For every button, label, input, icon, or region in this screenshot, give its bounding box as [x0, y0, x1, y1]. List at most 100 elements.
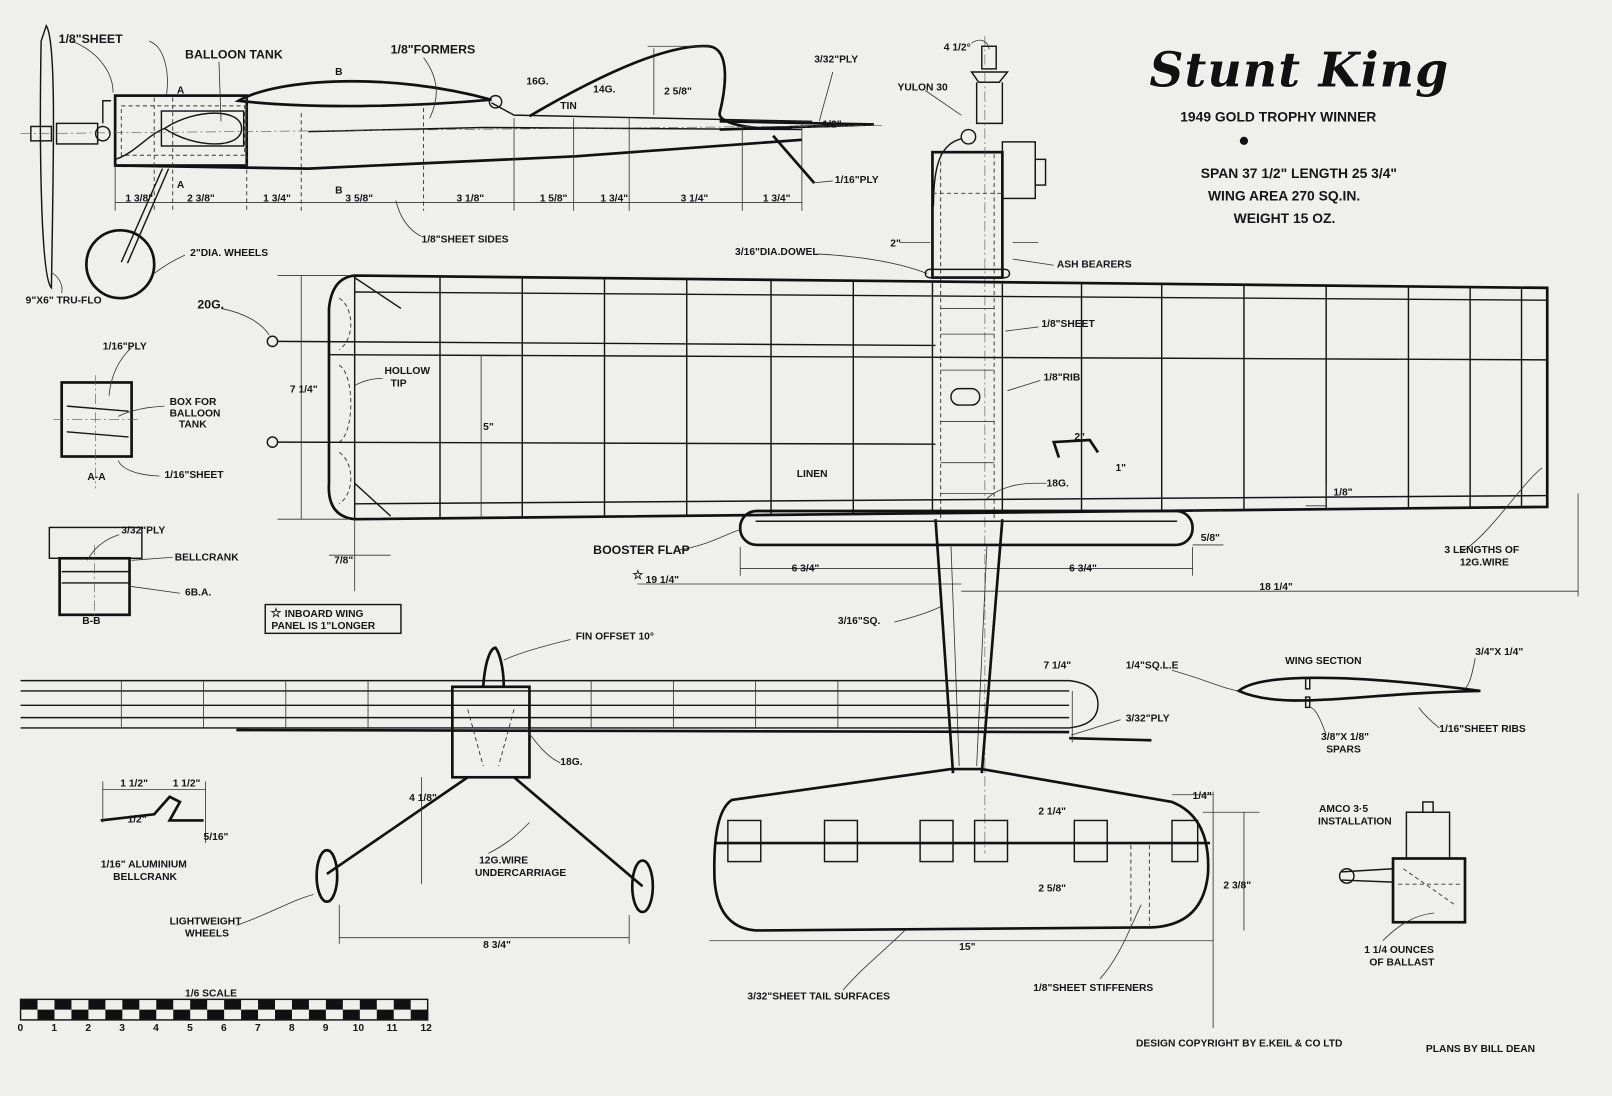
dim-fin-height: 2 5/8" [664, 87, 692, 98]
dim: 1 3/4" [763, 194, 791, 205]
section-marker-a: A [177, 180, 185, 191]
scale-tick: 10 [353, 1023, 365, 1034]
label-wheels: WHEELS [185, 929, 229, 940]
dim-quarter: 1/4" [1193, 791, 1212, 802]
dim: 1 3/4" [263, 194, 291, 205]
scale-tick: 11 [387, 1023, 398, 1034]
label-fin-offset: FIN OFFSET 10° [576, 632, 654, 643]
star-icon: ☆ [632, 568, 643, 582]
stabilizer-front [236, 728, 1152, 742]
former-lines [20, 45, 885, 211]
scale-cell [105, 1009, 123, 1020]
label-sheet: 1/8"SHEET [1041, 319, 1095, 330]
fuselage-top [491, 102, 813, 123]
scale-cell [139, 1009, 157, 1020]
tailplane-plan: 1/4" 2 1/4" 2 5/8" 2 3/8" 15" 3/32"SHEET… [709, 767, 1260, 1029]
wing-plan-view: 20G. 7 1/4" HOLLOW TIP 5" 1/8"SHEET 1/8"… [197, 274, 1579, 774]
dim-rear: 2 5/8" [1038, 883, 1066, 894]
label-bellcrank: BELLCRANK [113, 872, 177, 883]
scale-tick: 8 [289, 1023, 295, 1034]
dim: 1 3/4" [600, 194, 628, 205]
scale-cell [54, 999, 72, 1010]
propeller [39, 24, 55, 290]
scale-cell [342, 1009, 360, 1020]
cross-sections: 1/16"PLY BOX FOR BALLOON TANK A-A 1/16"S… [48, 342, 239, 627]
label-bellcrank: 1/16" ALUMINIUM [101, 860, 187, 871]
spec-line: SPAN 37 1/2" LENGTH 25 3/4" [1201, 165, 1397, 181]
label-wire: 3 LENGTHS OF [1444, 545, 1519, 556]
scale-cell [410, 1009, 428, 1020]
amco-installation: AMCO 3·5 INSTALLATION 1 1/4 OUNCES OF BA… [1318, 801, 1467, 968]
scale-cell [376, 1009, 394, 1020]
note-box [264, 603, 402, 635]
spark-plug [981, 45, 997, 70]
scale-tick: 1 [51, 1023, 57, 1034]
subtitle: 1949 GOLD TROPHY WINNER [1180, 108, 1376, 124]
balloon-tank [163, 112, 243, 145]
dim-tip-offset: 7/8" [334, 555, 353, 566]
engine-crankcase [94, 125, 111, 142]
scale-cell [275, 1009, 292, 1020]
label-balloon-tank: BALLOON TANK [185, 48, 283, 62]
dim-two: 2" [1074, 432, 1085, 443]
front-wheel-right [630, 859, 655, 914]
dim: 5/16" [204, 832, 229, 843]
wing-airfoil-side [234, 79, 492, 108]
fuel-line [102, 100, 112, 124]
dim-flap-right: 6 3/4" [1069, 564, 1097, 575]
section-marker-b: B [335, 185, 342, 196]
stabilizer-side [719, 119, 874, 131]
label-uc: UNDERCARRIAGE [475, 868, 566, 879]
wing-section: WING SECTION 1/4"SQ.L.E 3/4"X 1/4" 3/8"X… [1126, 647, 1526, 756]
scale-cell [190, 999, 208, 1010]
wire-clip [1051, 438, 1100, 458]
scale-bar: 1/6 SCALE 0 1 2 3 4 5 6 7 8 9 10 11 12 [17, 988, 432, 1034]
scale-cell [291, 999, 309, 1010]
label-bb: B-B [82, 616, 100, 627]
scale-cells [20, 999, 428, 1020]
leadout-eyelet[interactable] [266, 436, 279, 448]
scale-tick: 6 [221, 1023, 227, 1034]
label-le: 1/4"SQ.L.E [1126, 660, 1179, 671]
label-wheels: LIGHTWEIGHT [170, 916, 243, 927]
dim-tip: 2 3/8" [1223, 880, 1251, 891]
scale-tick: 5 [187, 1023, 193, 1034]
fin-front [481, 646, 506, 687]
side-wheel [85, 228, 156, 300]
front-ribs [120, 680, 1073, 743]
scale-cell [393, 999, 411, 1010]
scale-cell [20, 999, 38, 1010]
label-ballast: OF BALLAST [1369, 957, 1435, 968]
label-dowel: 3/16"DIA.DOWEL [735, 247, 819, 258]
tailplane-outline [712, 767, 1210, 932]
amco-title: INSTALLATION [1318, 817, 1392, 828]
ladder-rungs [940, 308, 995, 494]
bellcrank-shape [100, 795, 204, 822]
scale-tick: 9 [323, 1023, 329, 1034]
label-wheels: 2"DIA. WHEELS [190, 248, 268, 259]
engine-cylinder-fins [1001, 141, 1036, 200]
label-prop: 9"X6" TRU-FLO [26, 295, 102, 306]
tail-stiffeners [727, 819, 1199, 926]
label-ply: 3/32"PLY [121, 526, 165, 537]
scale-tick: 0 [17, 1023, 23, 1034]
scale-tick: 12 [420, 1023, 432, 1034]
logo: Stunt King [1149, 43, 1449, 98]
bellcrank-slot [950, 387, 981, 406]
leadout-eyelet[interactable] [266, 335, 279, 348]
section-marker-a: A [177, 86, 185, 97]
dim-width: 2" [890, 239, 901, 250]
label-formers: 1/8"FORMERS [391, 42, 476, 56]
undercarriage-side [120, 168, 170, 264]
label-booster-flap: BOOSTER FLAP [593, 543, 690, 557]
scale-cell [241, 1009, 259, 1020]
label-stiffeners: 1/8"SHEET STIFFENERS [1033, 983, 1153, 994]
label-ply: 3/32"PLY [1126, 714, 1170, 725]
label-box: BOX FOR [170, 397, 217, 408]
front-wheel-left [315, 848, 339, 904]
label-surfaces: 3/32"SHEET TAIL SURFACES [747, 991, 890, 1002]
label-ply-116: 1/16"PLY [835, 175, 879, 186]
star-icon: ☆ [270, 606, 281, 620]
label-bellcrank: BELLCRANK [175, 552, 239, 563]
